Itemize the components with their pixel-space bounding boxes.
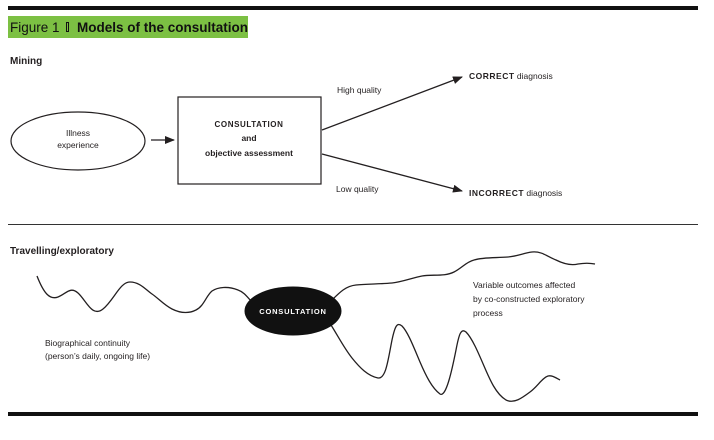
square-icon (65, 22, 69, 32)
high-quality-arrow (321, 76, 463, 131)
biographical-label-line2: (person’s daily, ongoing life) (45, 351, 150, 361)
incorrect-strong: INCORRECT (469, 188, 524, 198)
consultation-box-line1: CONSULTATION (215, 120, 284, 129)
incorrect-rest: diagnosis (524, 188, 562, 198)
travelling-heading: Travelling/exploratory (10, 246, 114, 257)
outcome-upper-line (331, 251, 596, 301)
correct-strong: CORRECT (469, 71, 515, 81)
low-quality-arrow (321, 153, 463, 193)
incorrect-diagnosis-label: INCORRECT diagnosis (469, 188, 562, 198)
consultation-box-line2: and (241, 133, 256, 143)
outcome-label-line2: by co-constructed exploratory (473, 294, 585, 304)
outcome-label-line3: process (473, 308, 503, 318)
figure-title: Models of the consultation (77, 19, 248, 35)
illness-label-line2: experience (57, 140, 99, 150)
high-quality-label: High quality (337, 85, 382, 95)
biographical-label-line1: Biographical continuity (45, 338, 131, 348)
correct-diagnosis-label: CORRECT diagnosis (469, 71, 553, 81)
low-quality-label: Low quality (336, 184, 379, 194)
illness-experience-ellipse (10, 111, 146, 171)
figure-label: Figure 1 (10, 19, 60, 35)
consultation-oval (244, 286, 342, 336)
illness-label-line1: Illness (66, 128, 90, 138)
correct-rest: diagnosis (515, 71, 553, 81)
outcome-lower-line (330, 323, 561, 402)
figure-title-band: Figure 1 Models of the consultation (8, 16, 248, 38)
bottom-rule (8, 412, 698, 416)
section-divider (8, 224, 698, 225)
outcome-label-line1: Variable outcomes affected (473, 280, 575, 290)
mining-heading: Mining (10, 56, 43, 67)
consultation-box-line3: objective assessment (205, 148, 293, 158)
biographical-continuity-line (36, 275, 253, 314)
top-rule (8, 6, 698, 10)
consultation-box (177, 96, 322, 185)
consultation-oval-label: CONSULTATION (259, 307, 327, 316)
